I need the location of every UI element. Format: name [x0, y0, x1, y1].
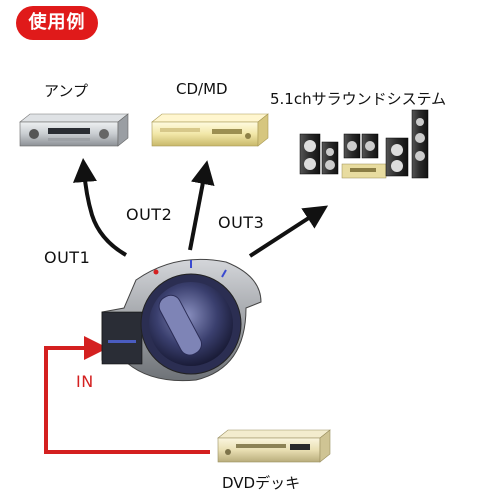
amp-label: アンプ [44, 82, 88, 100]
out1-label: OUT1 [44, 248, 91, 267]
surround-system-device [299, 109, 429, 179]
out3-label: OUT3 [218, 213, 265, 232]
cd-md-device [151, 113, 269, 147]
optical-selector-device [101, 258, 262, 382]
usage-example-badge: 使用例 [16, 6, 98, 40]
out2-label: OUT2 [126, 205, 173, 224]
out2-arrow [188, 160, 215, 251]
amplifier-device [19, 113, 129, 147]
in-arrow [44, 336, 210, 454]
dvd-deck-device [217, 429, 331, 463]
surround-label: 5.1chサラウンドシステム [270, 90, 447, 108]
out3-arrow [248, 205, 329, 258]
out1-arrow [72, 158, 128, 257]
dvd-label: DVDデッキ [222, 474, 301, 492]
in-label: IN [76, 372, 94, 391]
cd-md-label: CD/MD [176, 80, 228, 98]
